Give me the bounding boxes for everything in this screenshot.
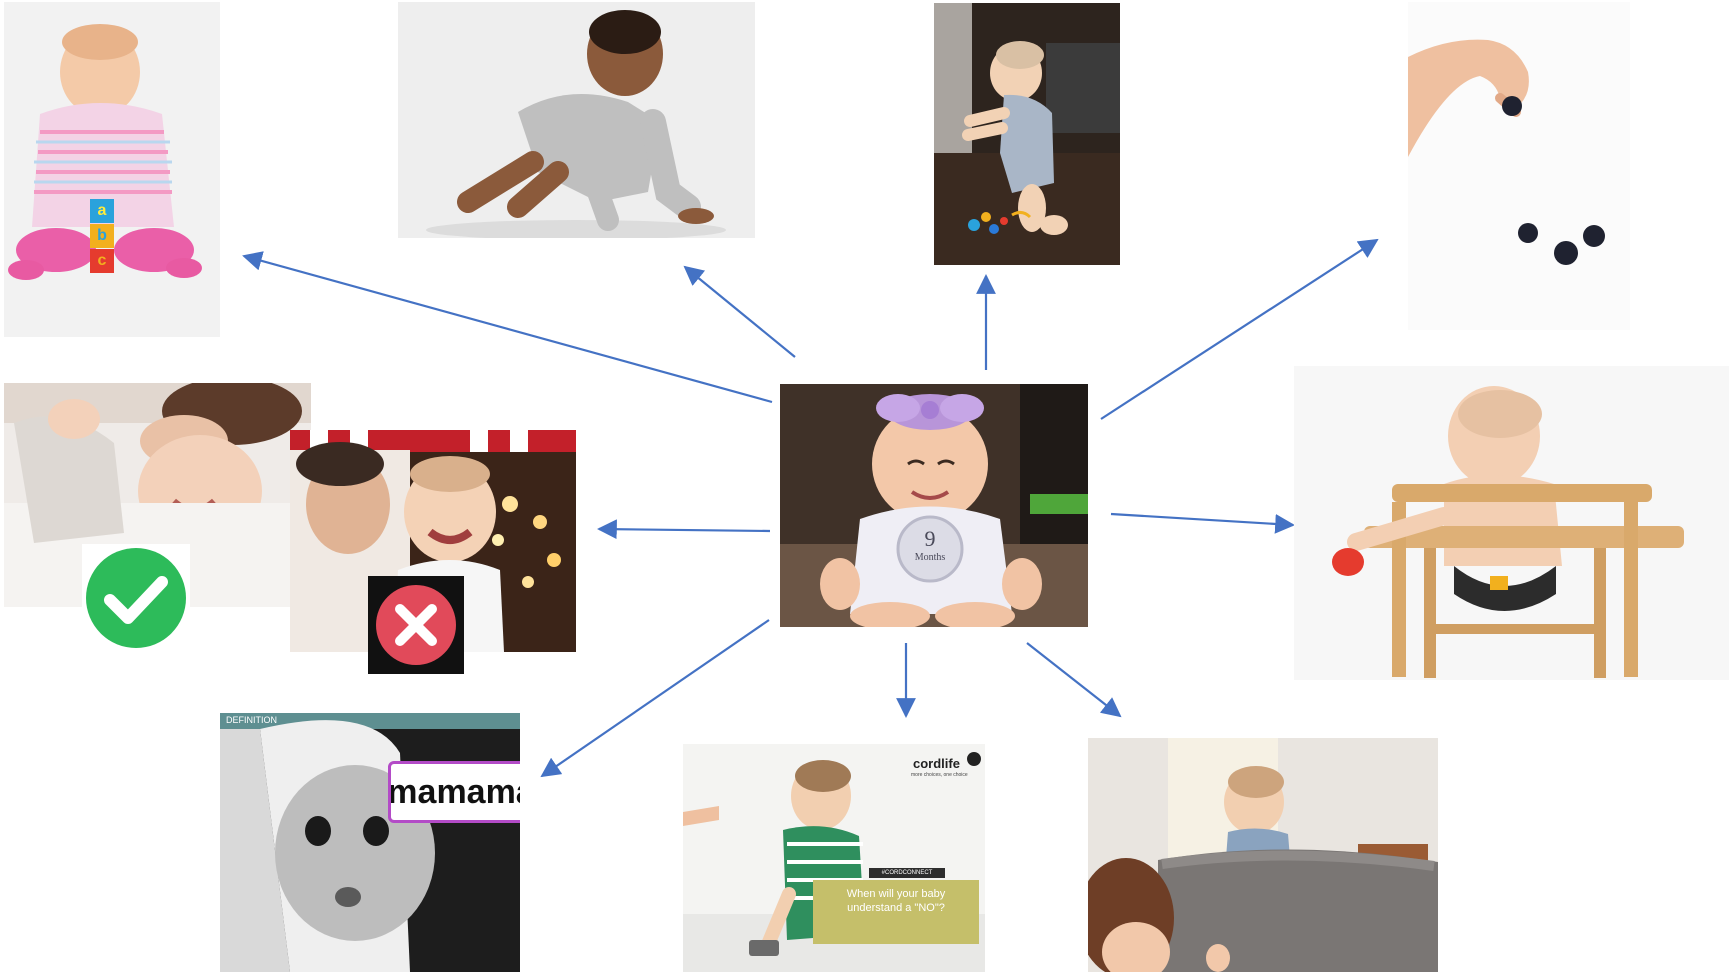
milestone-highchair-photo xyxy=(1294,366,1729,680)
milestone-cruising-photo xyxy=(1088,738,1438,972)
babbling-header-label: DEFINITION xyxy=(226,715,277,725)
box-header: #CORDCONNECT xyxy=(869,868,945,878)
stranger-cross-badge xyxy=(368,576,464,674)
babbling-illustration xyxy=(220,713,520,972)
crawling-illustration xyxy=(398,2,755,238)
milestone-pulling-up-photo xyxy=(934,3,1120,265)
arrow-to-babbling xyxy=(540,619,770,778)
stacking-blocks-illustration xyxy=(8,24,202,280)
block-b: b xyxy=(90,224,114,248)
brand-logo-icon xyxy=(967,752,981,766)
block-c: c xyxy=(90,249,114,273)
familiar-face-check-badge xyxy=(82,544,190,652)
arrow-to-crawling xyxy=(683,265,796,358)
center-baby-photo: 9 Months xyxy=(780,384,1088,627)
stranger-anxiety-illustration xyxy=(290,430,576,652)
pulling-up-illustration xyxy=(934,3,1120,265)
milestone-pincer-grasp-photo xyxy=(1408,2,1630,330)
x-icon xyxy=(376,585,456,665)
milestone-crawling-photo xyxy=(398,2,755,238)
arrow-to-stacking-blocks xyxy=(242,251,773,404)
milestone-stranger-anxiety-photo xyxy=(290,430,576,652)
pincer-grasp-illustration xyxy=(1408,2,1630,330)
milestone-understanding-no-photo: cordlife more choices, one choice #CORDC… xyxy=(683,744,985,972)
brand-name: cordlife xyxy=(913,756,960,771)
cruising-illustration xyxy=(1088,738,1438,972)
milestone-babbling-photo: DEFINITION mamama xyxy=(220,713,520,972)
arrow-to-cruising xyxy=(1026,642,1122,718)
milestone-stacking-blocks-photo: a b c xyxy=(4,2,220,337)
arrow-to-highchair xyxy=(1110,512,1295,534)
center-baby-illustration xyxy=(780,384,1088,627)
brand-tagline: more choices, one choice xyxy=(911,772,968,778)
speech-bubble: mamama xyxy=(388,761,520,823)
box-question: When will your baby understand a "NO"? xyxy=(813,880,979,944)
month-number: 9 xyxy=(924,526,936,551)
arrow-to-pincer-grasp xyxy=(1100,238,1379,420)
highchair-illustration xyxy=(1294,366,1729,680)
block-a: a xyxy=(90,199,114,223)
month-word: Months xyxy=(914,552,946,563)
arrow-to-stranger-anxiety xyxy=(597,519,771,540)
check-icon xyxy=(86,548,186,648)
